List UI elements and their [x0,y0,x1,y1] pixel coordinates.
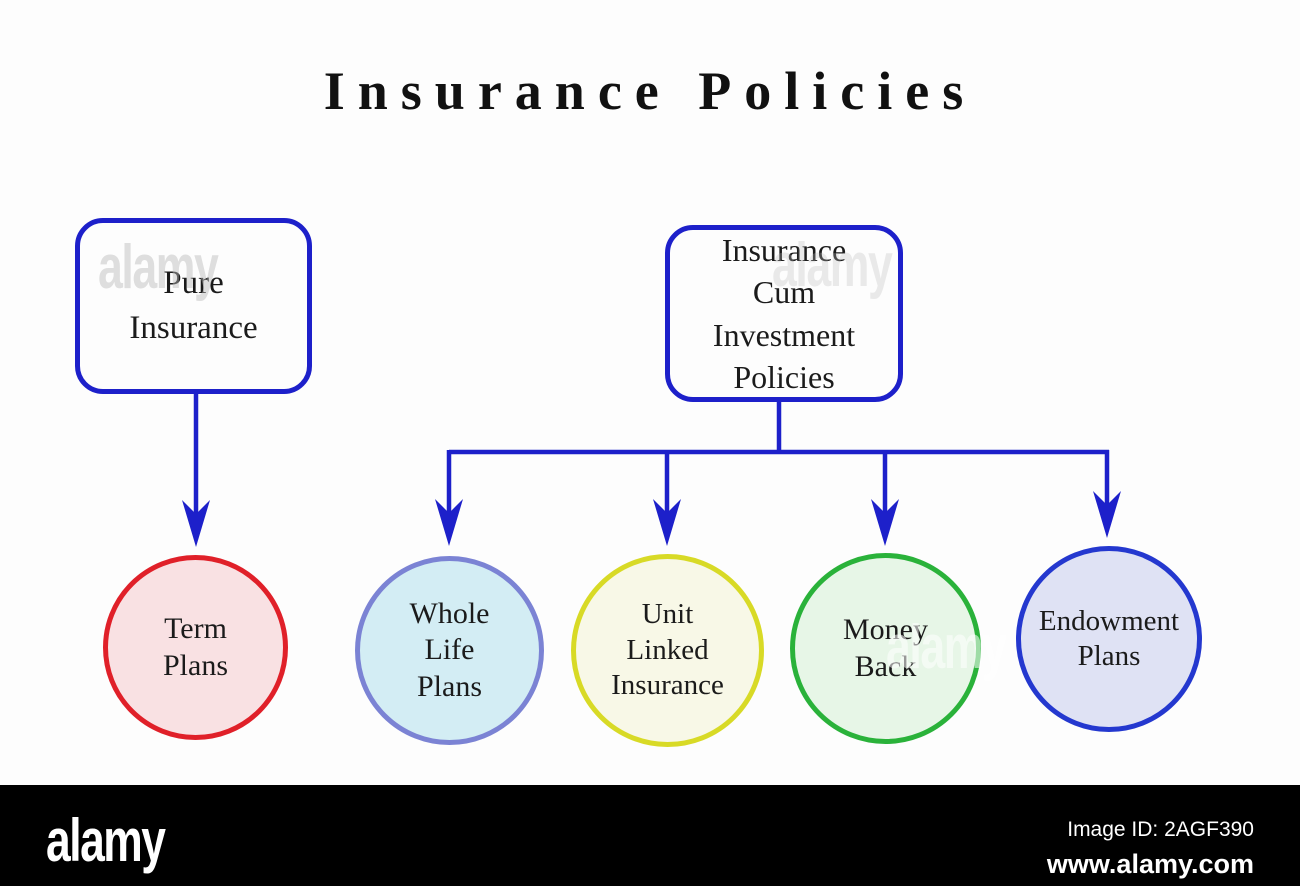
circle-endow-line-1: Endowment [1038,604,1180,637]
box-insurance-cum-investment-policies: Insurance Cum Investment Policies [665,225,903,402]
circle-money-back: Money Back [790,553,981,744]
arrowhead-whole-life [435,499,463,546]
arrowhead-endowment [1093,491,1121,538]
box-pure-line-2: Insurance [129,310,258,346]
footer-bar [0,785,1300,886]
arrowhead-money-back [871,499,899,546]
circle-endowment-plans: Endowment Plans [1016,546,1202,732]
circle-unit-line-2: Linked [626,633,709,666]
footer-meta: Image ID: 2AGF390 www.alamy.com [1047,818,1254,880]
box-pure-insurance: Pure Insurance [75,218,312,394]
box-icip-line-2: Cum [752,274,816,311]
image-id-text: Image ID: 2AGF390 [1067,818,1254,841]
box-icip-line-4: Policies [733,358,835,395]
circle-term-line-1: Term [164,611,227,645]
circle-term-line-2: Plans [162,648,228,682]
box-icip-line-3: Investment [712,316,856,353]
alamy-logo: alamy [46,807,166,874]
alamy-url-text: www.alamy.com [1046,849,1254,879]
circle-whole-line-2: Life [424,633,475,667]
arrowhead-unit-linked [653,499,681,546]
circle-whole-line-3: Plans [416,669,482,703]
circle-term-plans: Term Plans [103,555,288,740]
circle-money-line-1: Money [843,612,928,646]
circle-unit-line-1: Unit [641,598,694,631]
box-icip-line-1: Insurance [721,232,847,269]
circle-endow-line-2: Plans [1077,640,1141,672]
diagram-title: Insurance Policies [323,61,977,121]
box-pure-line-1: Pure [163,265,224,302]
circle-money-line-2: Back [854,649,917,683]
circle-whole-life-plans: Whole Life Plans [355,556,544,745]
arrowhead-term [182,500,210,547]
circle-whole-line-1: Whole [409,596,490,630]
circle-unit-line-3: Insurance [611,669,724,702]
circle-unit-linked-insurance: Unit Linked Insurance [571,554,764,747]
